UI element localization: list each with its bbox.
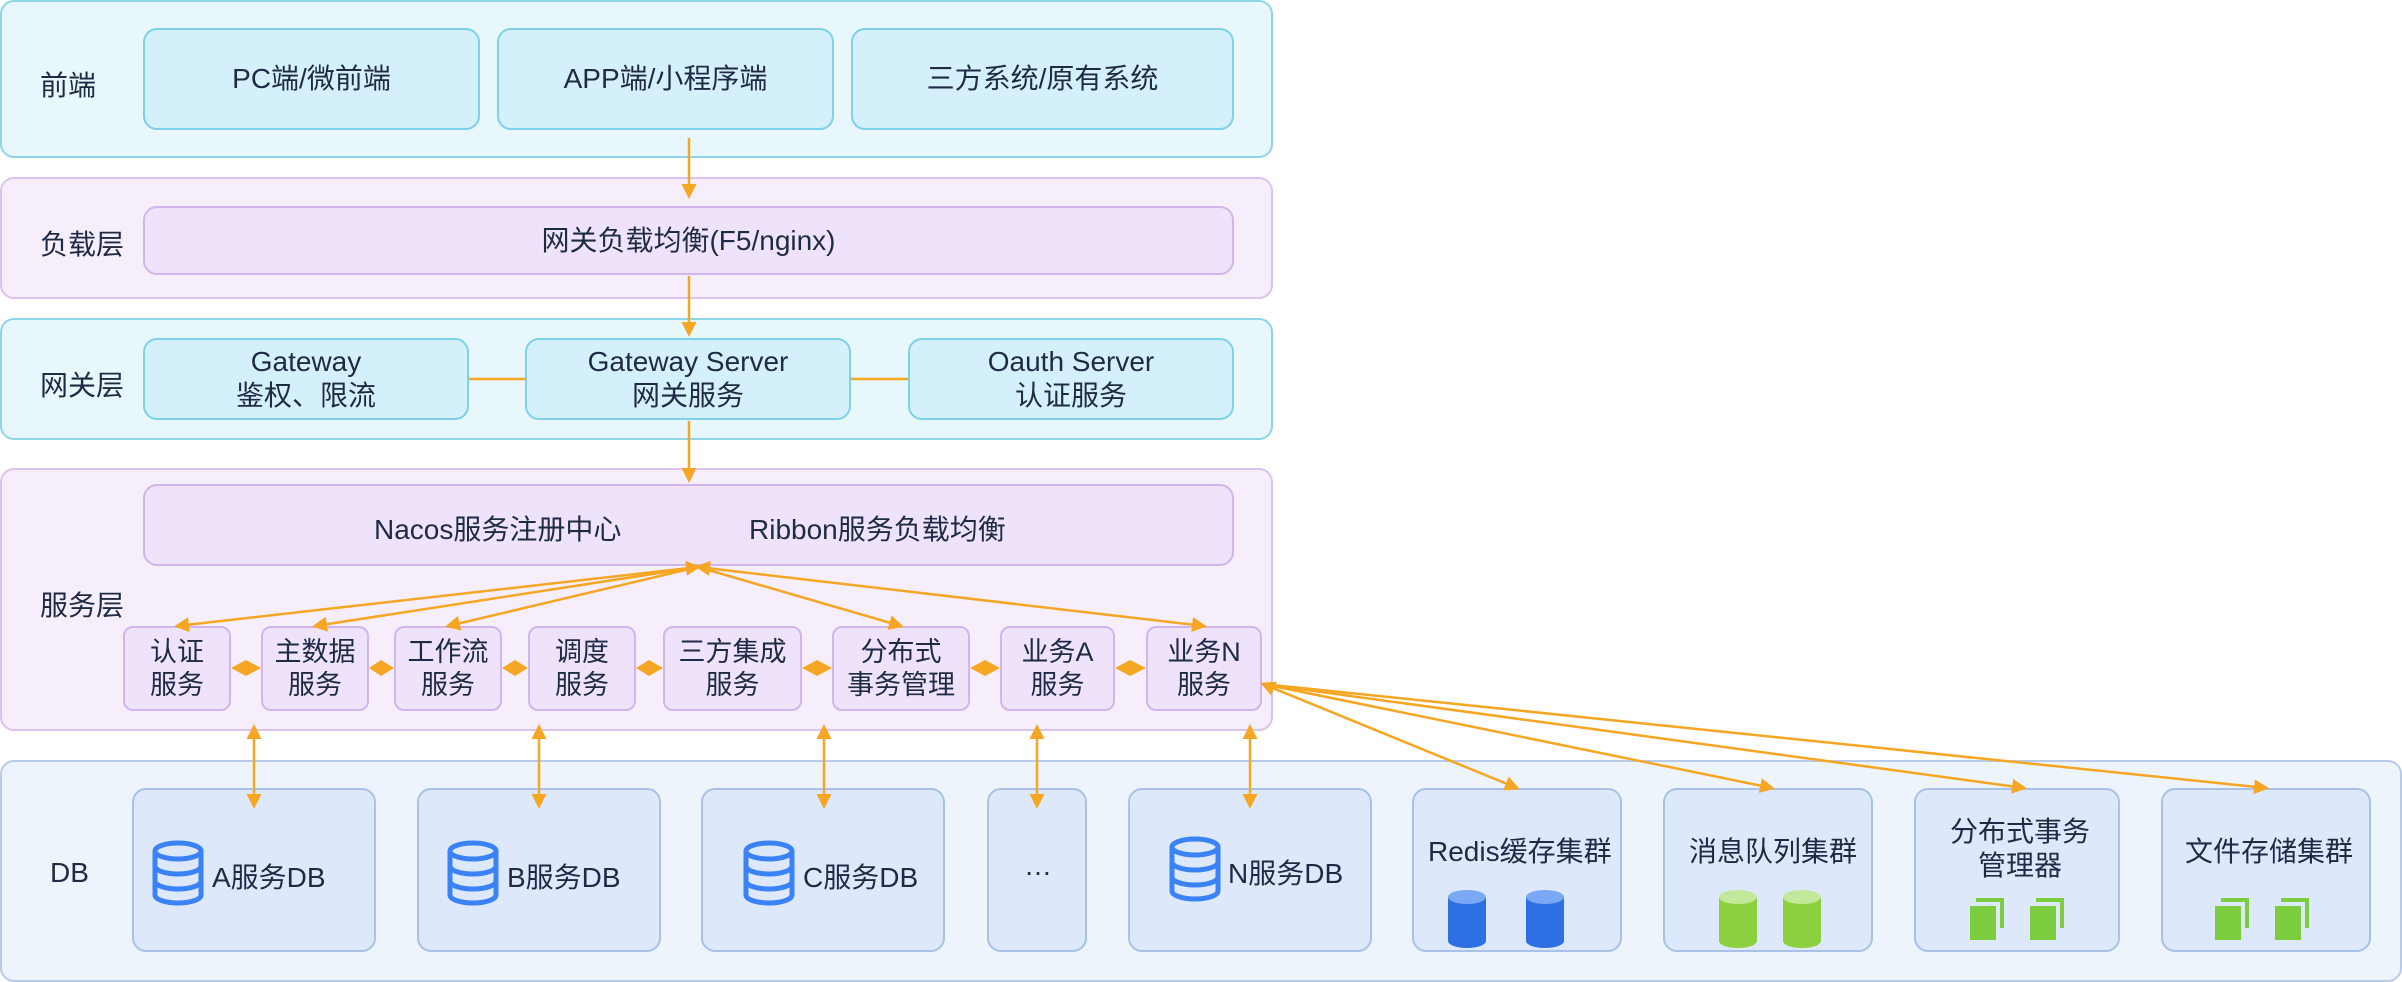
file-storage-cluster: 文件存储集群	[2161, 788, 2371, 952]
service-scheduler-line1: 调度	[555, 636, 609, 667]
arrow-hub-master	[312, 565, 699, 632]
nacos-registry-label: Nacos服务注册中心	[374, 514, 622, 545]
ellipsis-db: …	[987, 788, 1087, 952]
oauth-server-line2: 认证服务	[1014, 380, 1127, 411]
gateway-server-line1: Gateway Server	[587, 346, 789, 377]
mq-cluster-label: 消息队列集群	[1689, 836, 1858, 867]
redis-cluster-label: Redis缓存集群	[1428, 836, 1612, 867]
database-icon	[447, 840, 499, 906]
service-scheduler-line2: 服务	[555, 669, 609, 700]
c-service-db: C服务DB	[701, 788, 945, 952]
c-service-db-label: C服务DB	[803, 862, 919, 893]
load-balancer-label: 网关负载均衡(F5/nginx)	[541, 224, 836, 256]
b-service-db-label: B服务DB	[507, 862, 621, 893]
load-balancer-box: 网关负载均衡(F5/nginx)	[143, 206, 1234, 275]
db-layer-label: DB	[50, 857, 89, 888]
service-master-data-line2: 服务	[288, 669, 342, 700]
arrow-n-mq	[1262, 682, 1775, 793]
mq-cluster: 消息队列集群	[1663, 788, 1873, 952]
arrow-n-dtx	[1262, 682, 2027, 794]
service-auth-line2: 服务	[150, 669, 204, 700]
dtx-manager-line1: 分布式事务	[1950, 816, 2091, 847]
app-frontend-label: APP端/小程序端	[563, 63, 768, 94]
arrow-hub-distributed	[697, 565, 904, 630]
arrow-n-file	[1262, 682, 2269, 795]
service-third-party-line1: 三方集成	[678, 636, 787, 667]
gateway-box-line2: 鉴权、限流	[235, 380, 376, 411]
oauth-server-box: Oauth Server 认证服务	[908, 338, 1234, 420]
ribbon-balancer-label: Ribbon服务负载均衡	[749, 514, 1006, 545]
arrow-hub-auth	[174, 560, 701, 633]
arrow-hub-business-n	[695, 560, 1207, 633]
green-cylinder-icon	[1719, 890, 1821, 948]
service-third-party: 三方集成服务	[663, 626, 802, 711]
service-distributed-tx-line1: 分布式	[860, 636, 942, 667]
a-service-db-label: A服务DB	[212, 862, 326, 893]
arrow-hub-workflow	[445, 565, 699, 631]
app-frontend-box: APP端/小程序端	[497, 28, 834, 130]
gateway-box-line1: Gateway	[250, 346, 362, 377]
service-master-data-line1: 主数据	[274, 636, 356, 667]
gateway-server-box: Gateway Server 网关服务	[525, 338, 851, 420]
service-master-data: 主数据服务	[261, 626, 369, 711]
database-icon	[152, 840, 204, 906]
service-business-n-line1: 业务N	[1167, 636, 1241, 667]
service-scheduler: 调度服务	[528, 626, 636, 711]
gateway-server-line2: 网关服务	[631, 380, 744, 411]
service-business-a-line2: 服务	[1030, 669, 1085, 700]
database-icon	[1169, 836, 1221, 902]
service-business-n-line2: 服务	[1177, 669, 1231, 700]
database-icon	[743, 840, 795, 906]
service-workflow: 工作流服务	[394, 626, 502, 711]
n-service-db: N服务DB	[1128, 788, 1372, 952]
gateway-box: Gateway 鉴权、限流	[143, 338, 469, 420]
third-party-label: 三方系统/原有系统	[926, 63, 1159, 94]
redis-cluster: Redis缓存集群	[1412, 788, 1622, 952]
service-business-a-line1: 业务A	[1021, 636, 1094, 667]
third-party-box: 三方系统/原有系统	[851, 28, 1234, 130]
service-auth-line1: 认证	[150, 636, 204, 667]
frontend-layer-label: 前端	[40, 70, 97, 101]
pc-frontend-box: PC端/微前端	[143, 28, 480, 130]
n-service-db-label: N服务DB	[1228, 858, 1344, 889]
arrow-n-redis	[1260, 681, 1520, 791]
green-document-icon	[1970, 898, 2064, 940]
file-storage-label: 文件存储集群	[2185, 836, 2354, 867]
service-workflow-line1: 工作流	[407, 636, 489, 667]
service-layer-label: 服务层	[40, 590, 125, 621]
gateway-layer-label: 网关层	[40, 370, 125, 401]
service-distributed-tx: 分布式事务管理	[832, 626, 970, 711]
service-diamond-links	[231, 660, 1146, 676]
load-layer-label: 负载层	[40, 229, 125, 260]
a-service-db: A服务DB	[132, 788, 376, 952]
dtx-manager-line2: 管理器	[1978, 850, 2063, 881]
service-workflow-line2: 服务	[421, 669, 475, 700]
service-distributed-tx-line2: 事务管理	[847, 669, 955, 700]
ellipsis-db-label: …	[1024, 850, 1052, 881]
dtx-manager: 分布式事务 管理器	[1914, 788, 2120, 952]
oauth-server-line1: Oauth Server	[987, 346, 1155, 377]
pc-frontend-label: PC端/微前端	[232, 63, 391, 94]
service-third-party-line2: 服务	[705, 669, 760, 700]
blue-cylinder-icon	[1448, 890, 1564, 948]
green-document-icon	[2215, 898, 2309, 940]
